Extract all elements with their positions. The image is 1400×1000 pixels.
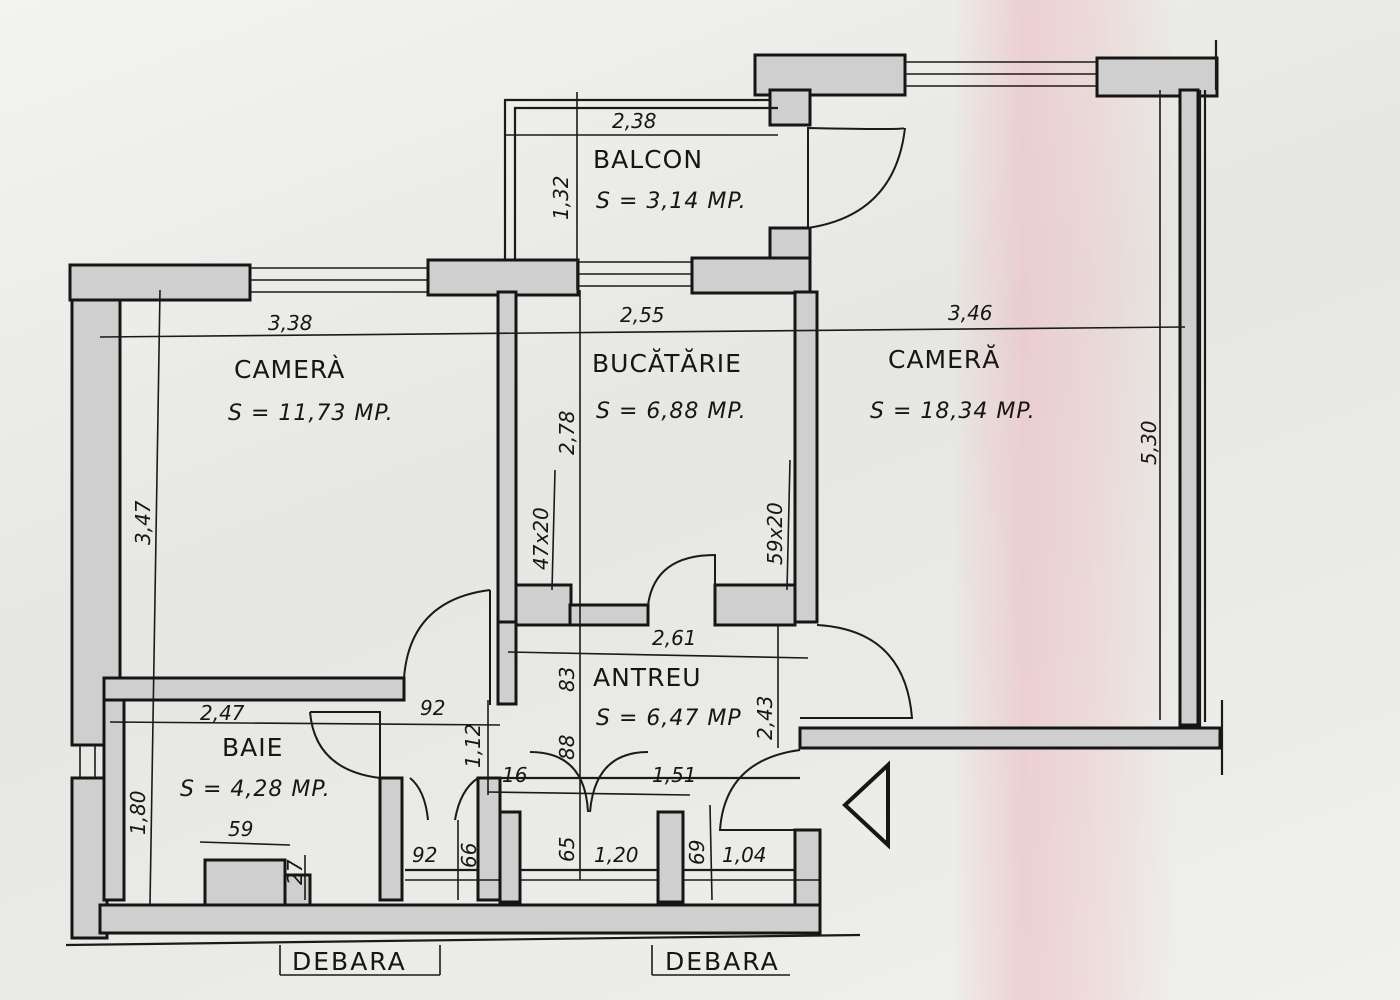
- wall-segment: [793, 290, 819, 624]
- wall-segment: [203, 858, 287, 907]
- dim-antreu-depth: 2,43: [753, 695, 777, 740]
- balcony-structure: [503, 53, 1219, 292]
- dim-bucatarie-depth: 2,78: [555, 410, 579, 455]
- wall-segment: [98, 903, 822, 935]
- room-area-bucatarie: S = 6,88 MP.: [596, 399, 747, 424]
- wall-segment: [753, 53, 907, 97]
- closet-door-swing: [529, 751, 649, 813]
- wall-line: [65, 933, 861, 947]
- room-name-bucatarie: BUCĂTĂRIE: [592, 348, 742, 378]
- dimension-line: [149, 289, 161, 906]
- dim-baie-depth: 1,80: [126, 790, 150, 835]
- label-debara-left: DEBARA: [292, 947, 407, 976]
- dimension-line: [487, 791, 691, 796]
- wall-segment: [70, 298, 122, 747]
- dimension-line: [551, 469, 556, 591]
- dim-door-92-top: 92: [420, 696, 445, 720]
- wall-segment: [568, 603, 650, 627]
- wall-segment: [798, 726, 1222, 750]
- wall-segment: [514, 583, 573, 627]
- dimension-line: [507, 651, 809, 659]
- dim-baie-width: 2,47: [200, 701, 245, 725]
- balcony-door-swing: [807, 126, 906, 229]
- wall-segment: [1178, 88, 1200, 727]
- dim-baie-59: 59: [228, 817, 253, 841]
- kitchen-door-swing: [647, 553, 716, 606]
- dim-debara-120: 1,20: [594, 843, 639, 867]
- dim-antreu-width: 2,61: [652, 626, 697, 650]
- wall-segment: [378, 776, 404, 902]
- room-name-balcon: BALCON: [593, 145, 703, 174]
- wall-segment: [102, 698, 126, 902]
- dimension-line: [99, 326, 1186, 338]
- room-name-camera-2: CAMERĂ: [888, 344, 1000, 374]
- dim-balcon-width: 2,38: [612, 109, 657, 133]
- room-name-antreu: ANTREU: [593, 663, 702, 692]
- living-door-swing: [800, 624, 914, 719]
- triangle-arrow-icon: [842, 760, 890, 850]
- room-area-baie: S = 4,28 MP.: [180, 777, 331, 802]
- dim-112: 1,12: [461, 723, 485, 768]
- dim-151: 1,51: [652, 763, 697, 787]
- label-debara-right: DEBARA: [665, 947, 780, 976]
- room-area-camera-1: S = 11,73 MP.: [228, 401, 394, 426]
- dim-debara-92: 92: [412, 843, 437, 867]
- dim-balcon-depth: 1,32: [549, 175, 573, 220]
- dimension-line: [709, 804, 713, 901]
- balcony-railing: [513, 106, 778, 260]
- wall-segment: [283, 873, 312, 907]
- room-area-antreu: S = 6,47 MP: [596, 706, 742, 731]
- wall-segment: [498, 810, 522, 904]
- dim-16: 16: [502, 763, 527, 787]
- closet-door-swing: [409, 777, 479, 821]
- dim-debara-104: 1,04: [722, 843, 767, 867]
- dim-88: 88: [555, 735, 579, 760]
- entrance-door-swing: [718, 749, 801, 831]
- room-door-swing: [403, 589, 491, 705]
- dim-window-right: 59x20: [763, 502, 787, 565]
- dim-camera1-width: 3,38: [268, 311, 313, 335]
- dim-debara-69: 69: [685, 840, 709, 865]
- wall-segment: [476, 776, 502, 902]
- exterior-walls: [65, 40, 1224, 947]
- room-name-baie: BAIE: [222, 733, 283, 762]
- dim-camera1-depth: 3,47: [131, 500, 155, 545]
- room-name-camera-1: CAMERÀ: [234, 355, 345, 384]
- wall-segment: [793, 828, 822, 907]
- wall-segment: [713, 583, 797, 627]
- wall-segment: [656, 810, 685, 904]
- dim-debara-66: 66: [457, 843, 481, 868]
- dim-baie-27: 27: [283, 859, 307, 885]
- wall-segment: [426, 258, 580, 297]
- wall-segment: [690, 256, 812, 295]
- dim-camera2-depth: 5,30: [1137, 420, 1161, 465]
- dim-antreu-83: 83: [555, 667, 579, 692]
- dimension-line: [199, 841, 291, 846]
- dimension-line: [786, 459, 791, 591]
- wall-segment: [496, 620, 518, 706]
- dim-window-left: 47x20: [529, 507, 553, 570]
- dim-camera2-width: 3,46: [948, 301, 993, 325]
- bath-door-swing: [309, 711, 381, 779]
- door-swings: [309, 553, 914, 831]
- dim-debara-65: 65: [555, 837, 579, 862]
- balcony-railing: [503, 98, 770, 260]
- room-area-balcon: S = 3,14 MP.: [596, 189, 747, 214]
- interior-walls: [102, 290, 822, 907]
- dim-bucatarie-width: 2,55: [620, 303, 665, 327]
- room-area-camera-2: S = 18,34 MP.: [870, 399, 1036, 424]
- wall-segment: [496, 290, 518, 624]
- wall-segment: [102, 676, 406, 702]
- dimension-line: [109, 721, 501, 726]
- dimension-lines: [99, 90, 1186, 976]
